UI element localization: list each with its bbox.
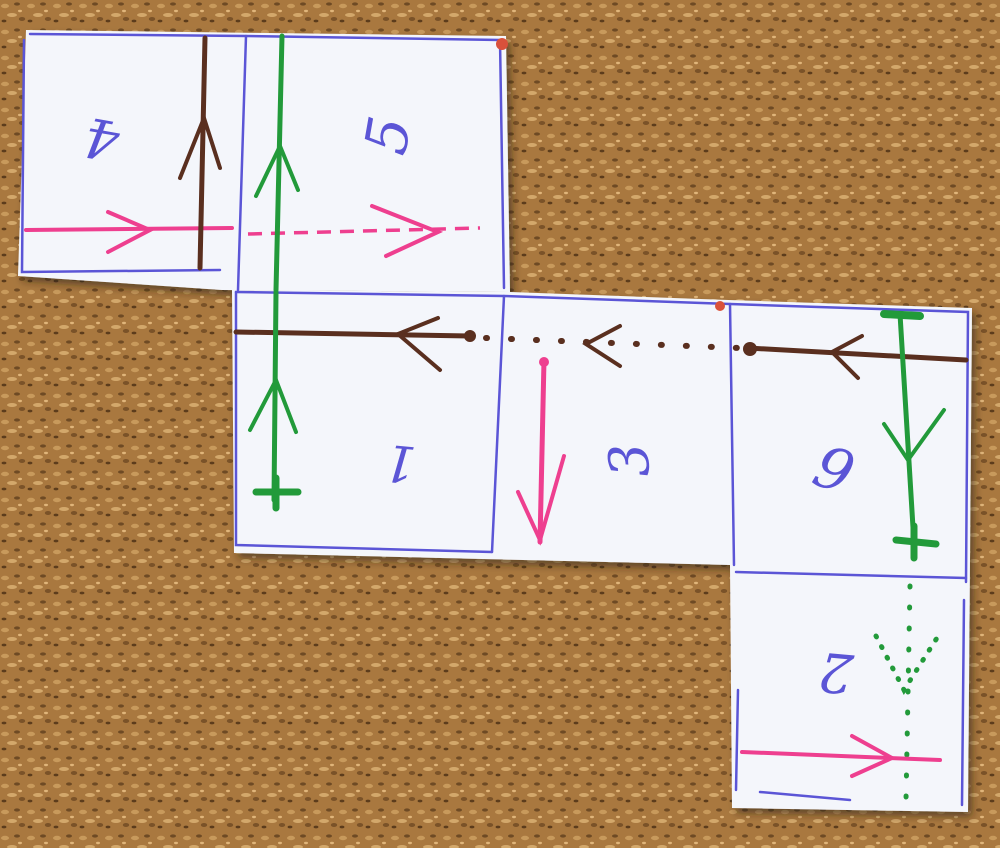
square-3: 3 [483,301,743,546]
pink-arrow-line [537,357,547,545]
pink-arrow-line [740,750,942,762]
green-terminal-mark [252,474,302,512]
green-dotted-line [903,583,913,803]
green-arrow-head [248,375,298,434]
pink-arrow-line [24,226,234,232]
brown-arrow-head [394,316,442,372]
square-1: 1 [233,289,476,512]
brown-arrow-head [178,112,222,180]
pink-dashed-line [247,226,481,236]
square-label: 2 [816,640,857,706]
green-arrow-head [254,141,300,198]
pink-arrow-head [370,204,444,258]
green-arrow-line [273,33,285,293]
brown-arrow-line [197,35,208,271]
brown-arrow-line [745,345,969,363]
green-start-mark [880,310,924,320]
brown-arrow-head [828,334,864,380]
pink-arrow-head [516,454,566,546]
brown-dotted-line [483,335,743,351]
green-dotted-arrow-head [873,627,945,696]
grid-lines [20,32,970,807]
green-arrow-line [897,311,917,547]
brown-arrow-head [582,324,622,368]
green-arrow-line [271,289,279,503]
pink-arrow-head [106,210,155,254]
square-2: 2 [740,583,945,803]
pink-arrow-head [850,734,897,778]
green-arrow-head [882,408,946,464]
square-label: 1 [382,433,419,494]
green-terminal-mark [892,522,940,562]
square-label: 3 [597,440,663,480]
